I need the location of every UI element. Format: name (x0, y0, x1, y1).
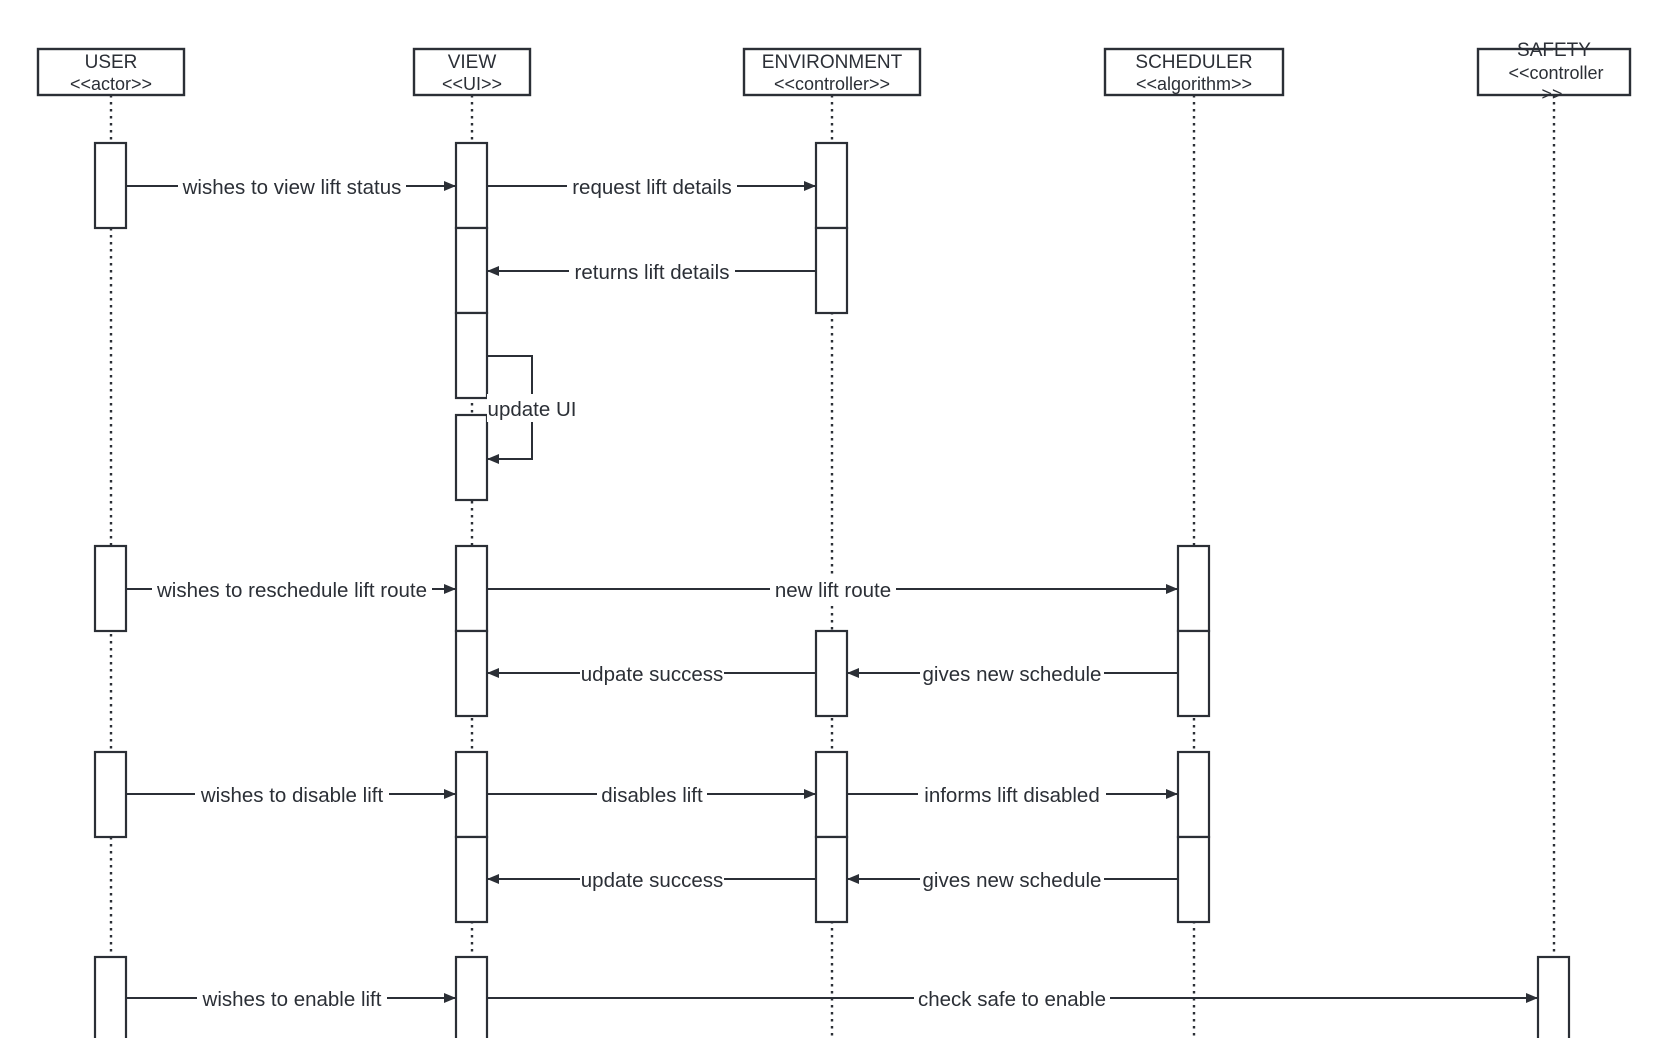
activation-bar (454, 141, 489, 230)
activation-bar (454, 955, 489, 1038)
message-arrow: gives new schedule (847, 865, 1178, 893)
participant-stereotype-overflow: >> (1541, 84, 1562, 104)
message-arrow: update success (487, 865, 816, 893)
messages: wishes to view lift status request lift … (126, 172, 1538, 1012)
participant-stereotype: <<controller (1508, 63, 1603, 83)
message-arrow: wishes to view lift status (126, 172, 456, 200)
participant-name: ENVIRONMENT (762, 52, 903, 73)
message-label: gives new schedule (923, 663, 1102, 686)
activation-bar (814, 835, 849, 924)
activation-bar (454, 413, 489, 502)
participant-stereotype: <<actor>> (70, 74, 152, 94)
message-label: wishes to disable lift (200, 784, 384, 807)
activation-bar (814, 141, 849, 230)
message-label: informs lift disabled (924, 784, 1099, 807)
participant-stereotype: <<controller>> (774, 74, 890, 94)
activation-bar (454, 226, 489, 315)
participant-name: USER (85, 52, 138, 73)
message-label: wishes to enable lift (202, 988, 382, 1011)
message-label: udpate success (581, 663, 723, 686)
activation-bar (454, 750, 489, 839)
message-arrow: informs lift disabled (847, 780, 1178, 808)
activation-bar (1176, 544, 1211, 633)
activation-bar (454, 835, 489, 924)
message-label: gives new schedule (923, 869, 1102, 892)
message-arrow: wishes to enable lift (126, 984, 456, 1012)
participant-stereotype: <<UI>> (442, 74, 502, 94)
message-arrow: wishes to reschedule lift route (126, 575, 456, 603)
participant-stereotype: <<algorithm>> (1136, 74, 1252, 94)
participant-name: SCHEDULER (1135, 52, 1252, 73)
message-label: new lift route (775, 579, 891, 602)
participant-user: USER <<actor>> (36, 47, 186, 97)
message-arrow: disables lift (487, 780, 816, 808)
activation-bar (93, 141, 128, 230)
message-label: update UI (488, 398, 577, 421)
participant-name: SAFETY (1517, 40, 1591, 61)
activation-bar (93, 955, 128, 1038)
activations (93, 141, 1571, 1038)
message-label: request lift details (572, 176, 732, 199)
message-label: disables lift (601, 784, 703, 807)
message-label: check safe to enable (918, 988, 1106, 1011)
message-arrow: new lift route (487, 575, 1178, 603)
message-label: wishes to reschedule lift route (156, 579, 427, 602)
activation-bar (1176, 629, 1211, 718)
participant-name: VIEW (448, 52, 497, 73)
message-arrow: wishes to disable lift (126, 780, 456, 808)
activation-bar (454, 629, 489, 718)
activation-bar (454, 544, 489, 633)
message-arrow: returns lift details (487, 257, 816, 285)
participant-view: VIEW <<UI>> (412, 47, 532, 97)
message-arrow: check safe to enable (487, 984, 1538, 1012)
activation-bar (454, 311, 489, 400)
activation-bar (1176, 835, 1211, 924)
activation-bar (1176, 750, 1211, 839)
message-arrow: gives new schedule (847, 659, 1178, 687)
activation-bar (814, 226, 849, 315)
activation-bar (93, 544, 128, 633)
activation-bar (814, 750, 849, 839)
message-arrow: request lift details (487, 172, 816, 200)
participant-environment: ENVIRONMENT <<controller>> (742, 47, 922, 97)
participant-safety: SAFETY <<controller >> (1476, 40, 1632, 104)
participant-scheduler: SCHEDULER <<algorithm>> (1103, 47, 1285, 97)
message-label: update success (581, 869, 723, 892)
activation-bar (93, 750, 128, 839)
message-label: wishes to view lift status (182, 176, 402, 199)
self-message-arrow: update UI (487, 355, 579, 464)
message-label: returns lift details (575, 261, 730, 284)
activation-bar (1536, 955, 1571, 1038)
activation-bar (814, 629, 849, 718)
message-arrow: udpate success (487, 659, 816, 687)
